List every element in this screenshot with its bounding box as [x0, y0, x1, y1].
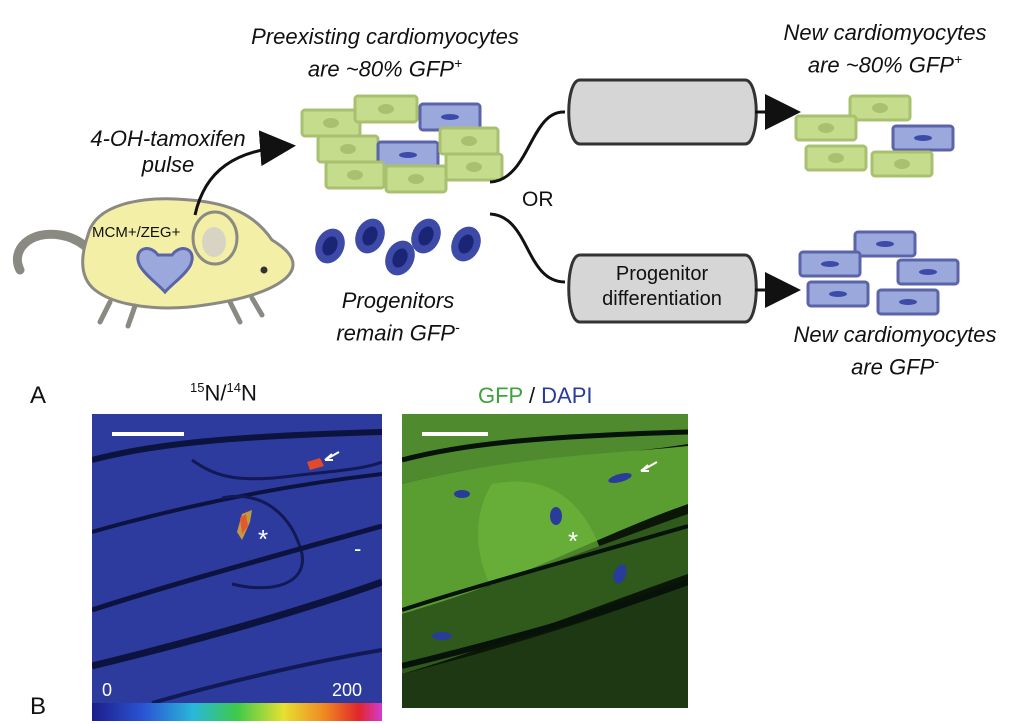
progenitor-cells — [315, 218, 481, 276]
right-panel-title: GFP / DAPI — [478, 383, 593, 408]
new-cardiomyocytes-bottom-label: New cardiomyocytes are GFP- — [793, 322, 997, 380]
process-box-top — [567, 78, 758, 146]
process-box-bottom — [567, 253, 758, 324]
left-panel-title: 15N/14N — [190, 380, 257, 406]
nanosims-image: * - 0 200 — [92, 414, 382, 703]
asterisk-marker-right: * — [568, 526, 579, 556]
scale-max-label: 200 — [332, 680, 363, 700]
mouse-illustration — [12, 197, 295, 329]
or-label: OR — [522, 188, 554, 211]
process-box-bottom-label: Progenitor differentiation — [602, 263, 722, 310]
asterisk-marker: * — [258, 524, 269, 554]
dash-marker: - — [354, 536, 362, 561]
new-cardiomyocytes-top-label: New cardiomyocytes are ~80% GFP+ — [783, 20, 987, 78]
progenitors-label: Progenitors remain GFP- — [336, 288, 460, 346]
panel-label-b: B — [30, 693, 47, 720]
pulse-label: 4-OH-tamoxifen pulse — [90, 126, 246, 177]
scale-min-label: 0 — [102, 680, 113, 700]
preexisting-cardiomyocytes — [300, 94, 504, 194]
preexisting-title: Preexisting cardiomyocytes are ~80% GFP+ — [251, 24, 519, 82]
new-cardiomyocytes-gfp-negative — [798, 230, 960, 316]
color-scale-bar — [92, 703, 382, 721]
panel-label-a: A — [30, 382, 47, 409]
gfp-dapi-image: * — [402, 414, 688, 708]
new-cardiomyocytes-gfp-positive — [794, 94, 955, 178]
mouse-genotype-label: MCM+/ZEG+ — [92, 224, 181, 241]
heart-icon — [136, 247, 194, 295]
